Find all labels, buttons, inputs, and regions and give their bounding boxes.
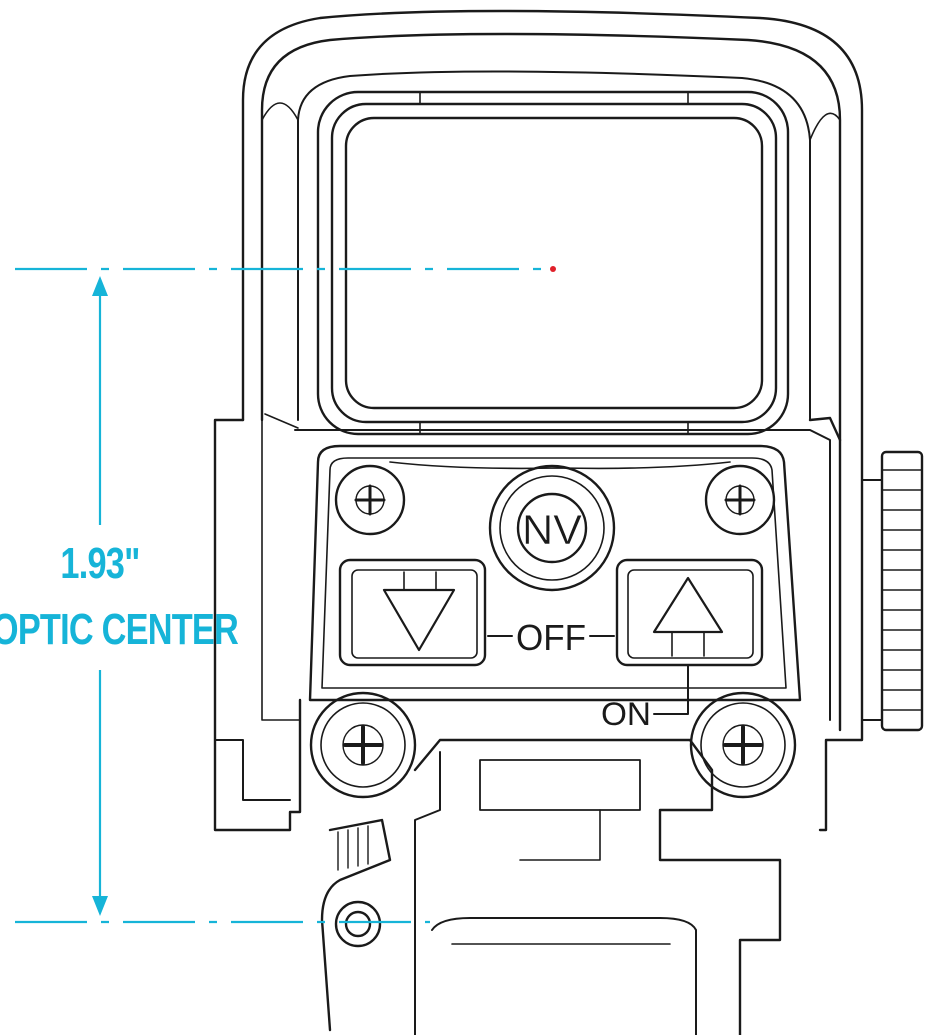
- nv-button: [488, 464, 616, 592]
- optic-hood-inner: [260, 32, 842, 732]
- down-arrow-icon: [382, 588, 456, 652]
- reticle-dot: [550, 266, 556, 272]
- off-label: OFF: [516, 617, 586, 658]
- on-label: ON: [601, 696, 651, 732]
- arrow-up-head: [92, 276, 108, 296]
- mount-base: [413, 738, 782, 1035]
- nv-label: NV: [522, 506, 582, 553]
- dimension-value: 1.93": [60, 539, 140, 588]
- optic-window-glass: [344, 116, 764, 410]
- arrow-down-head: [92, 896, 108, 916]
- screw-icon: [689, 691, 797, 799]
- screw-icon: [334, 464, 406, 536]
- screw-icon: [309, 691, 417, 799]
- up-arrow-icon: [652, 576, 724, 634]
- optic-body: [213, 418, 302, 832]
- mount-lever: [320, 818, 392, 1032]
- dimension-label: OPTIC CENTER: [0, 605, 239, 654]
- optic-window-outer: [316, 90, 790, 436]
- screw-icon: [704, 464, 776, 536]
- button-panel: [308, 444, 802, 702]
- adjustment-knob-icon: [861, 450, 924, 732]
- brightness-up-button: [615, 558, 764, 667]
- brightness-down-button: [338, 558, 487, 667]
- optic-hood-outline: [241, 9, 864, 832]
- optic-window-frame: [330, 102, 778, 424]
